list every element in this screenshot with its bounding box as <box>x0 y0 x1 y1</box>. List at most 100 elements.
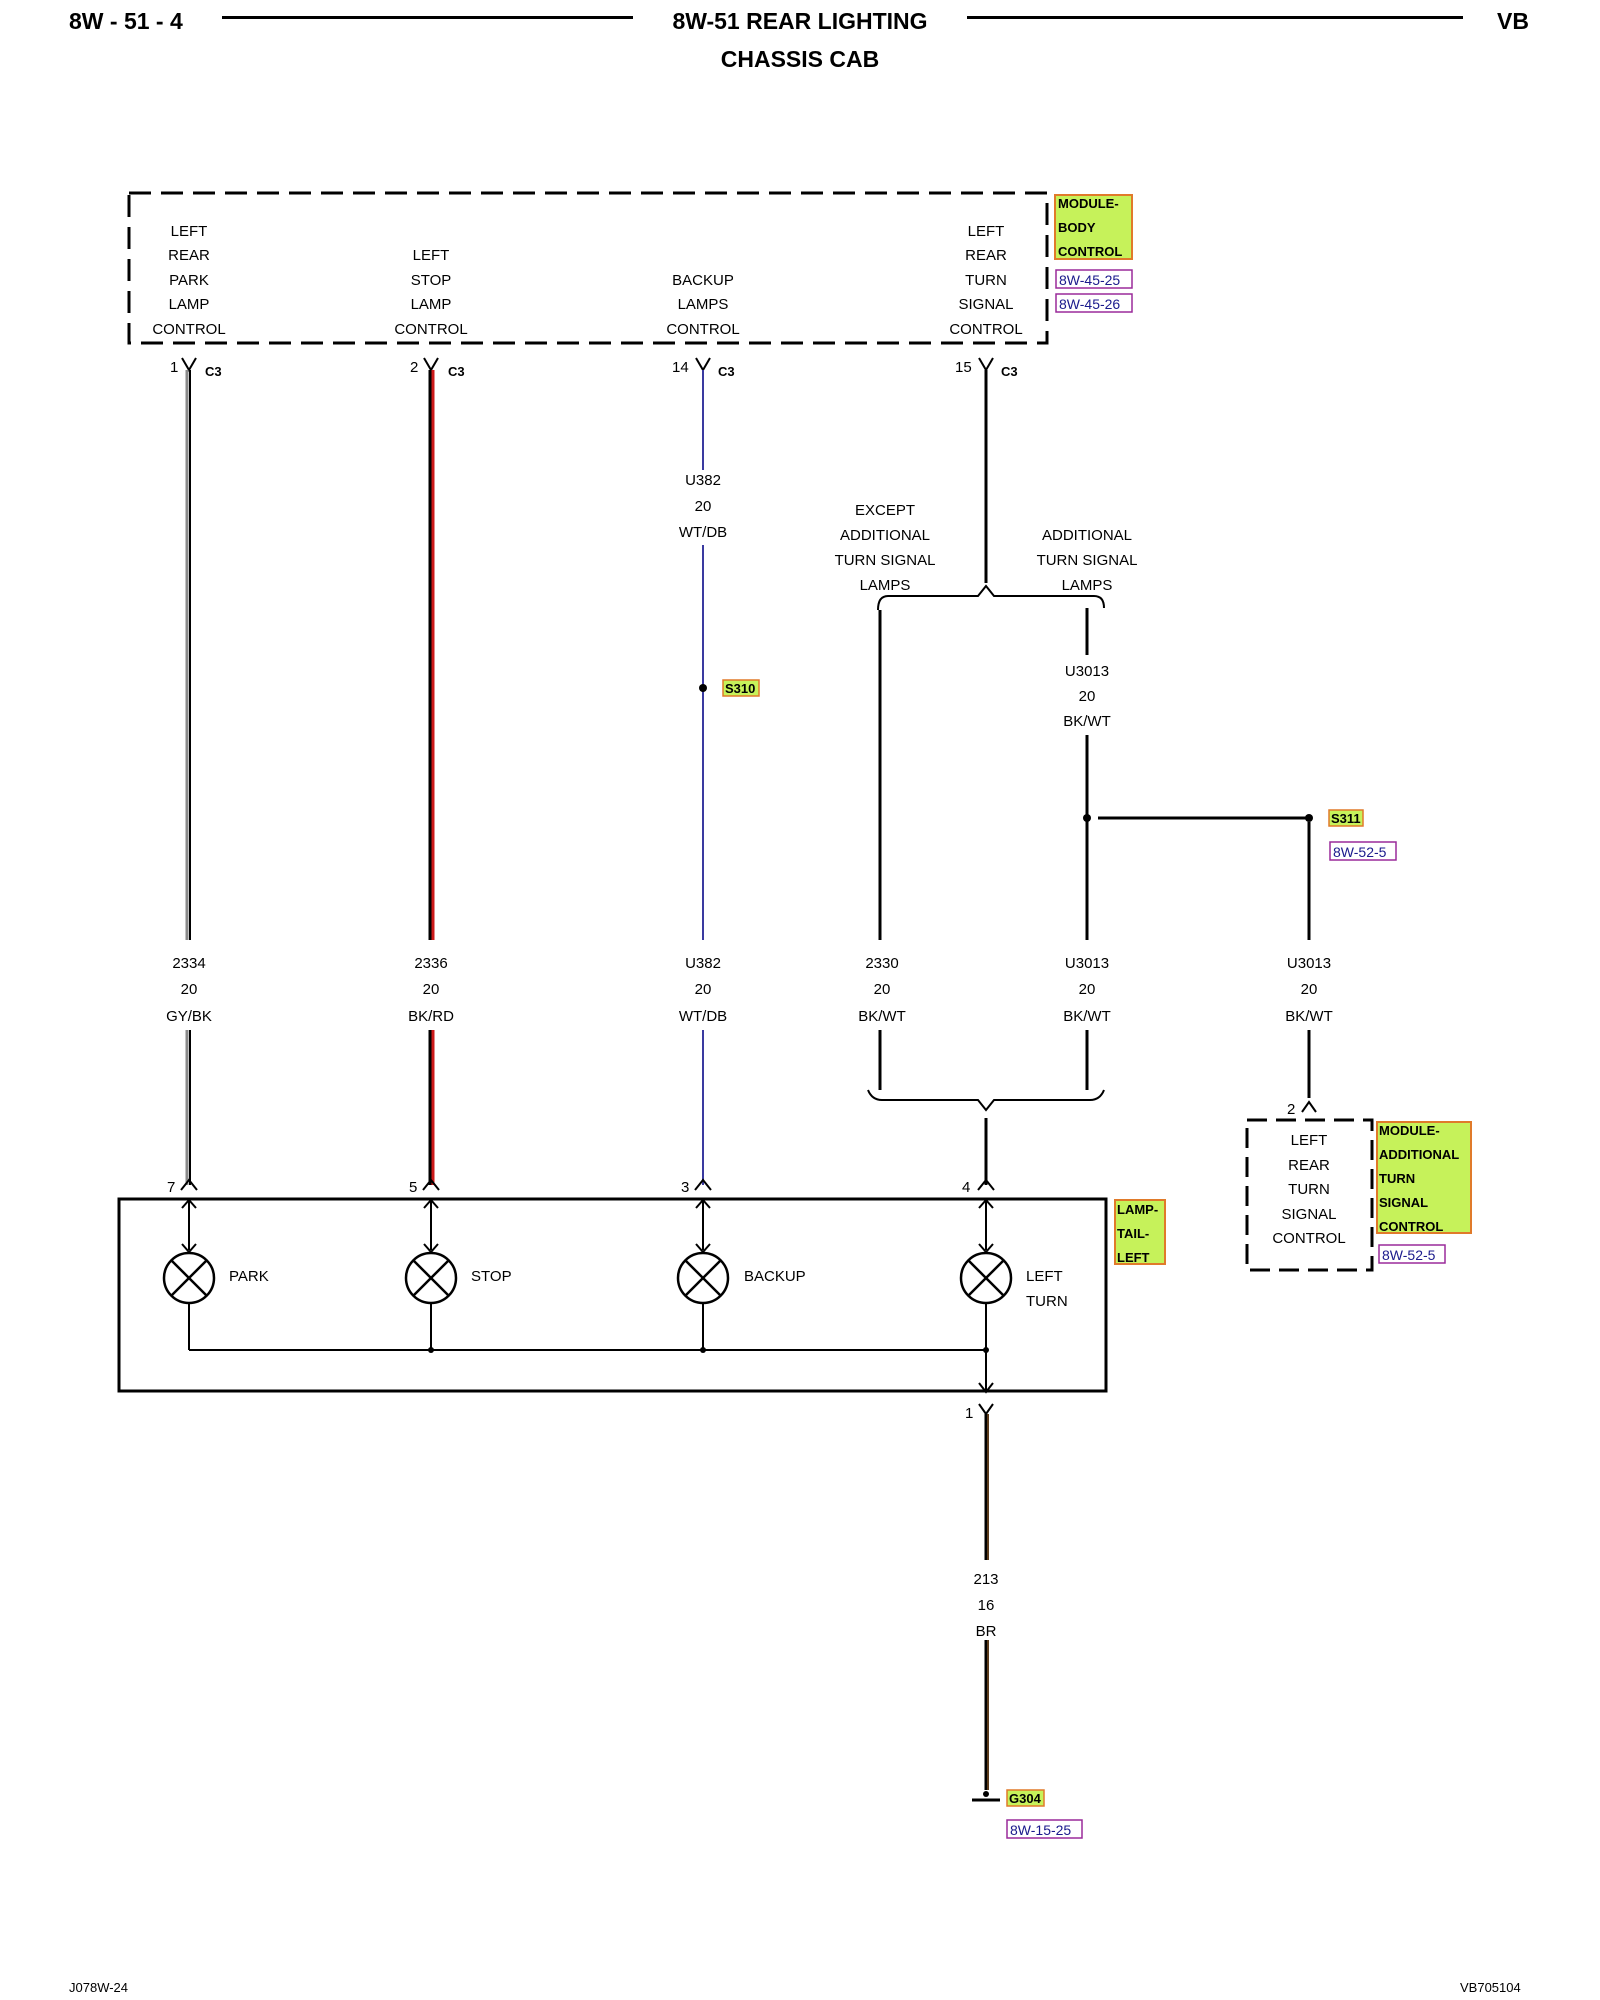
wire-u382-lower-label: U382 20 WT/DB <box>679 955 727 1025</box>
footer-drawing-id: J078W-24 <box>69 1980 129 1995</box>
svg-text:U3013: U3013 <box>1065 663 1109 680</box>
svg-text:LAMPS: LAMPS <box>678 296 729 313</box>
svg-text:8W-45-26: 8W-45-26 <box>1059 296 1120 312</box>
splice-s310: S310 <box>699 679 760 697</box>
svg-text:ADDITIONAL: ADDITIONAL <box>1042 527 1132 544</box>
svg-text:STOP: STOP <box>471 1268 512 1285</box>
svg-text:STOP: STOP <box>411 272 452 289</box>
svg-text:BACKUP: BACKUP <box>672 272 734 289</box>
park-bulb: PARK <box>162 1198 269 1350</box>
page-subtitle: CHASSIS CAB <box>720 46 880 72</box>
svg-text:LAMPS: LAMPS <box>1062 577 1113 594</box>
footer-figure-id: VB705104 <box>1460 1980 1521 1995</box>
stop-bulb: STOP <box>404 1198 512 1350</box>
wire-turn-signal-feed <box>877 370 1105 611</box>
svg-text:CONTROL: CONTROL <box>1058 244 1122 259</box>
svg-text:3: 3 <box>681 1179 689 1196</box>
svg-text:20: 20 <box>695 981 712 998</box>
svg-text:8W-52-5: 8W-52-5 <box>1333 844 1387 860</box>
svg-text:CONTROL: CONTROL <box>394 321 467 338</box>
svg-text:CONTROL: CONTROL <box>1379 1219 1443 1234</box>
svg-text:SIGNAL: SIGNAL <box>1281 1206 1336 1223</box>
svg-text:PARK: PARK <box>229 1268 269 1285</box>
svg-text:20: 20 <box>695 498 712 515</box>
svg-text:TURN SIGNAL: TURN SIGNAL <box>1037 552 1138 569</box>
svg-text:PARK: PARK <box>169 272 209 289</box>
bcm-output-park-label: LEFT REAR PARK LAMP CONTROL <box>152 223 225 338</box>
svg-text:BK/RD: BK/RD <box>408 1008 454 1025</box>
svg-text:5: 5 <box>409 1179 417 1196</box>
svg-text:ADDITIONAL: ADDITIONAL <box>840 527 930 544</box>
svg-text:BK/WT: BK/WT <box>1063 713 1111 730</box>
bcm-pin-14: 14 C3 <box>672 357 735 379</box>
ground-g304: G304 <box>972 1789 1045 1807</box>
turn-merge-bracket <box>867 1089 1105 1185</box>
svg-text:20: 20 <box>423 981 440 998</box>
svg-text:1: 1 <box>965 1405 973 1422</box>
svg-text:LEFT: LEFT <box>171 223 208 240</box>
ground-ref-link[interactable]: 8W-15-25 <box>1006 1819 1083 1839</box>
lamp-pin-5: 5 <box>409 1178 440 1196</box>
bcm-output-turn-label: LEFT REAR TURN SIGNAL CONTROL <box>949 223 1022 338</box>
svg-text:LAMP-: LAMP- <box>1117 1202 1158 1217</box>
svg-text:1: 1 <box>170 359 178 376</box>
wire-u3013-lower-label: U3013 20 BK/WT <box>1063 955 1111 1025</box>
svg-text:8W-15-25: 8W-15-25 <box>1010 1822 1071 1838</box>
bcm-pin-1: 1 C3 <box>170 357 222 379</box>
svg-text:MODULE-: MODULE- <box>1379 1123 1440 1138</box>
wire-2334-label: 2334 20 GY/BK <box>166 955 212 1025</box>
svg-text:2330: 2330 <box>865 955 898 972</box>
atsm-output-label: LEFT REAR TURN SIGNAL CONTROL <box>1272 1132 1345 1247</box>
bcm-pin-2: 2 C3 <box>410 357 465 379</box>
page-number: 8W - 51 - 4 <box>69 8 183 34</box>
svg-text:LAMPS: LAMPS <box>860 577 911 594</box>
svg-text:2336: 2336 <box>414 955 447 972</box>
svg-text:SIGNAL: SIGNAL <box>958 296 1013 313</box>
svg-text:C3: C3 <box>448 364 465 379</box>
svg-text:BK/WT: BK/WT <box>1063 1008 1111 1025</box>
svg-text:14: 14 <box>672 359 689 376</box>
svg-text:U382: U382 <box>685 955 721 972</box>
wire-2334 <box>185 370 191 1185</box>
svg-text:REAR: REAR <box>965 247 1007 264</box>
s311-ref-link[interactable]: 8W-52-5 <box>1329 841 1397 861</box>
svg-text:20: 20 <box>181 981 198 998</box>
lamp-component-label: LAMP- TAIL- LEFT <box>1114 1199 1166 1265</box>
svg-text:ADDITIONAL: ADDITIONAL <box>1379 1147 1459 1162</box>
svg-text:20: 20 <box>1079 981 1096 998</box>
svg-text:BK/WT: BK/WT <box>858 1008 906 1025</box>
wire-u382-upper-label: U382 20 WT/DB <box>679 472 727 541</box>
svg-text:C3: C3 <box>1001 364 1018 379</box>
turn-bulb: LEFT TURN <box>959 1198 1068 1350</box>
svg-text:CONTROL: CONTROL <box>949 321 1022 338</box>
bcm-ref-link-2[interactable]: 8W-45-26 <box>1055 293 1133 313</box>
atsm-box <box>1245 1118 1374 1272</box>
svg-text:BR: BR <box>976 1623 997 1640</box>
svg-text:LEFT: LEFT <box>1026 1268 1063 1285</box>
branch-except-label: EXCEPT ADDITIONAL TURN SIGNAL LAMPS <box>835 502 936 594</box>
svg-text:G304: G304 <box>1009 1791 1042 1806</box>
svg-text:2: 2 <box>410 359 418 376</box>
svg-text:8W-52-5: 8W-52-5 <box>1382 1247 1436 1263</box>
svg-text:LEFT: LEFT <box>1117 1250 1150 1265</box>
svg-text:TURN: TURN <box>1379 1171 1415 1186</box>
svg-text:WT/DB: WT/DB <box>679 1008 727 1025</box>
svg-text:BACKUP: BACKUP <box>744 1268 806 1285</box>
atsm-pin-2: 2 <box>1287 1100 1317 1118</box>
atsm-ref-link[interactable]: 8W-52-5 <box>1378 1244 1446 1264</box>
bcm-ref-link-1[interactable]: 8W-45-25 <box>1055 269 1133 289</box>
svg-text:20: 20 <box>1301 981 1318 998</box>
svg-text:16: 16 <box>978 1597 995 1614</box>
wire-2336-label: 2336 20 BK/RD <box>408 955 454 1025</box>
svg-text:TURN: TURN <box>1026 1293 1068 1310</box>
svg-text:BK/WT: BK/WT <box>1285 1008 1333 1025</box>
svg-text:GY/BK: GY/BK <box>166 1008 212 1025</box>
bcm-pin-15: 15 C3 <box>955 357 1018 379</box>
vehicle-code: VB <box>1497 8 1529 34</box>
svg-text:U3013: U3013 <box>1287 955 1331 972</box>
svg-text:2: 2 <box>1287 1101 1295 1118</box>
wire-213-label: 213 16 BR <box>973 1571 998 1640</box>
svg-text:REAR: REAR <box>1288 1157 1330 1174</box>
svg-text:20: 20 <box>1079 688 1096 705</box>
bcm-component-label: MODULE- BODY CONTROL <box>1054 194 1133 260</box>
